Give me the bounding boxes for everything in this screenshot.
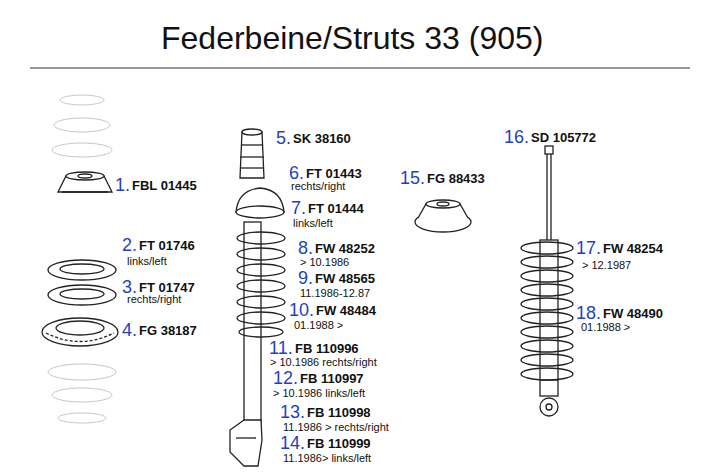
part-number: FW 48254	[603, 242, 663, 257]
fitment-note: 11.1986> links/left	[283, 452, 371, 465]
callout-number: 13.	[280, 402, 305, 423]
callout-number: 11.	[269, 338, 293, 359]
fitment-note: > 10.1986 rechts/right	[270, 356, 377, 369]
callout-number: 1.	[115, 175, 130, 196]
part-number: FG 38187	[139, 324, 197, 339]
fitment-note: 11.1986-12.87	[300, 287, 370, 300]
part-number: FW 48252	[315, 242, 375, 257]
part-number: FT 01444	[308, 202, 364, 217]
fitment-note: 01.1988 >	[581, 321, 630, 334]
callout-number: 18.	[576, 303, 601, 324]
part-number: FW 48565	[315, 272, 375, 287]
part-number: FB 110998	[307, 406, 371, 421]
part-number: FB 110999	[307, 437, 371, 452]
part-number: SK 38160	[293, 132, 351, 147]
fitment-note: 01.1988 >	[294, 319, 343, 332]
fitment-note: links/left	[293, 217, 333, 230]
callout-number: 9.	[298, 268, 313, 289]
callout-number: 7.	[291, 198, 306, 219]
part-number: FBL 01445	[132, 179, 197, 194]
callout-number: 4.	[122, 320, 137, 341]
fitment-note: > 10.1986 links/left	[273, 387, 365, 400]
callout-number: 16.	[504, 127, 529, 148]
fitment-note: 11.1986 > rechts/right	[283, 421, 389, 434]
fitment-note: links/left	[127, 255, 167, 268]
part-number: FW 48490	[603, 307, 663, 322]
callout-number: 10.	[289, 300, 314, 321]
part-number: FT 01746	[139, 239, 195, 254]
fitment-note: > 12.1987	[582, 259, 631, 272]
part-number: FT 01443	[306, 167, 362, 182]
fitment-note: rechts/right	[291, 180, 345, 193]
part-number: FB 110996	[295, 342, 359, 357]
fitment-note: rechts/right	[127, 293, 181, 306]
callout-number: 12.	[273, 368, 298, 389]
part-number: FB 110997	[300, 372, 364, 387]
part-number: FW 48484	[316, 304, 376, 319]
callout-number: 14.	[280, 433, 305, 454]
diagram-title: Federbeine/Struts 33 (905)	[161, 20, 543, 57]
callout-number: 2.	[122, 235, 137, 256]
part-number: FG 88433	[427, 172, 485, 187]
callout-number: 5.	[276, 128, 291, 149]
fitment-note: > 10.1986	[300, 256, 349, 269]
callout-number: 15.	[400, 168, 425, 189]
callout-number: 8.	[298, 238, 313, 259]
callout-number: 17.	[576, 238, 601, 259]
part-number: SD 105772	[531, 131, 596, 146]
